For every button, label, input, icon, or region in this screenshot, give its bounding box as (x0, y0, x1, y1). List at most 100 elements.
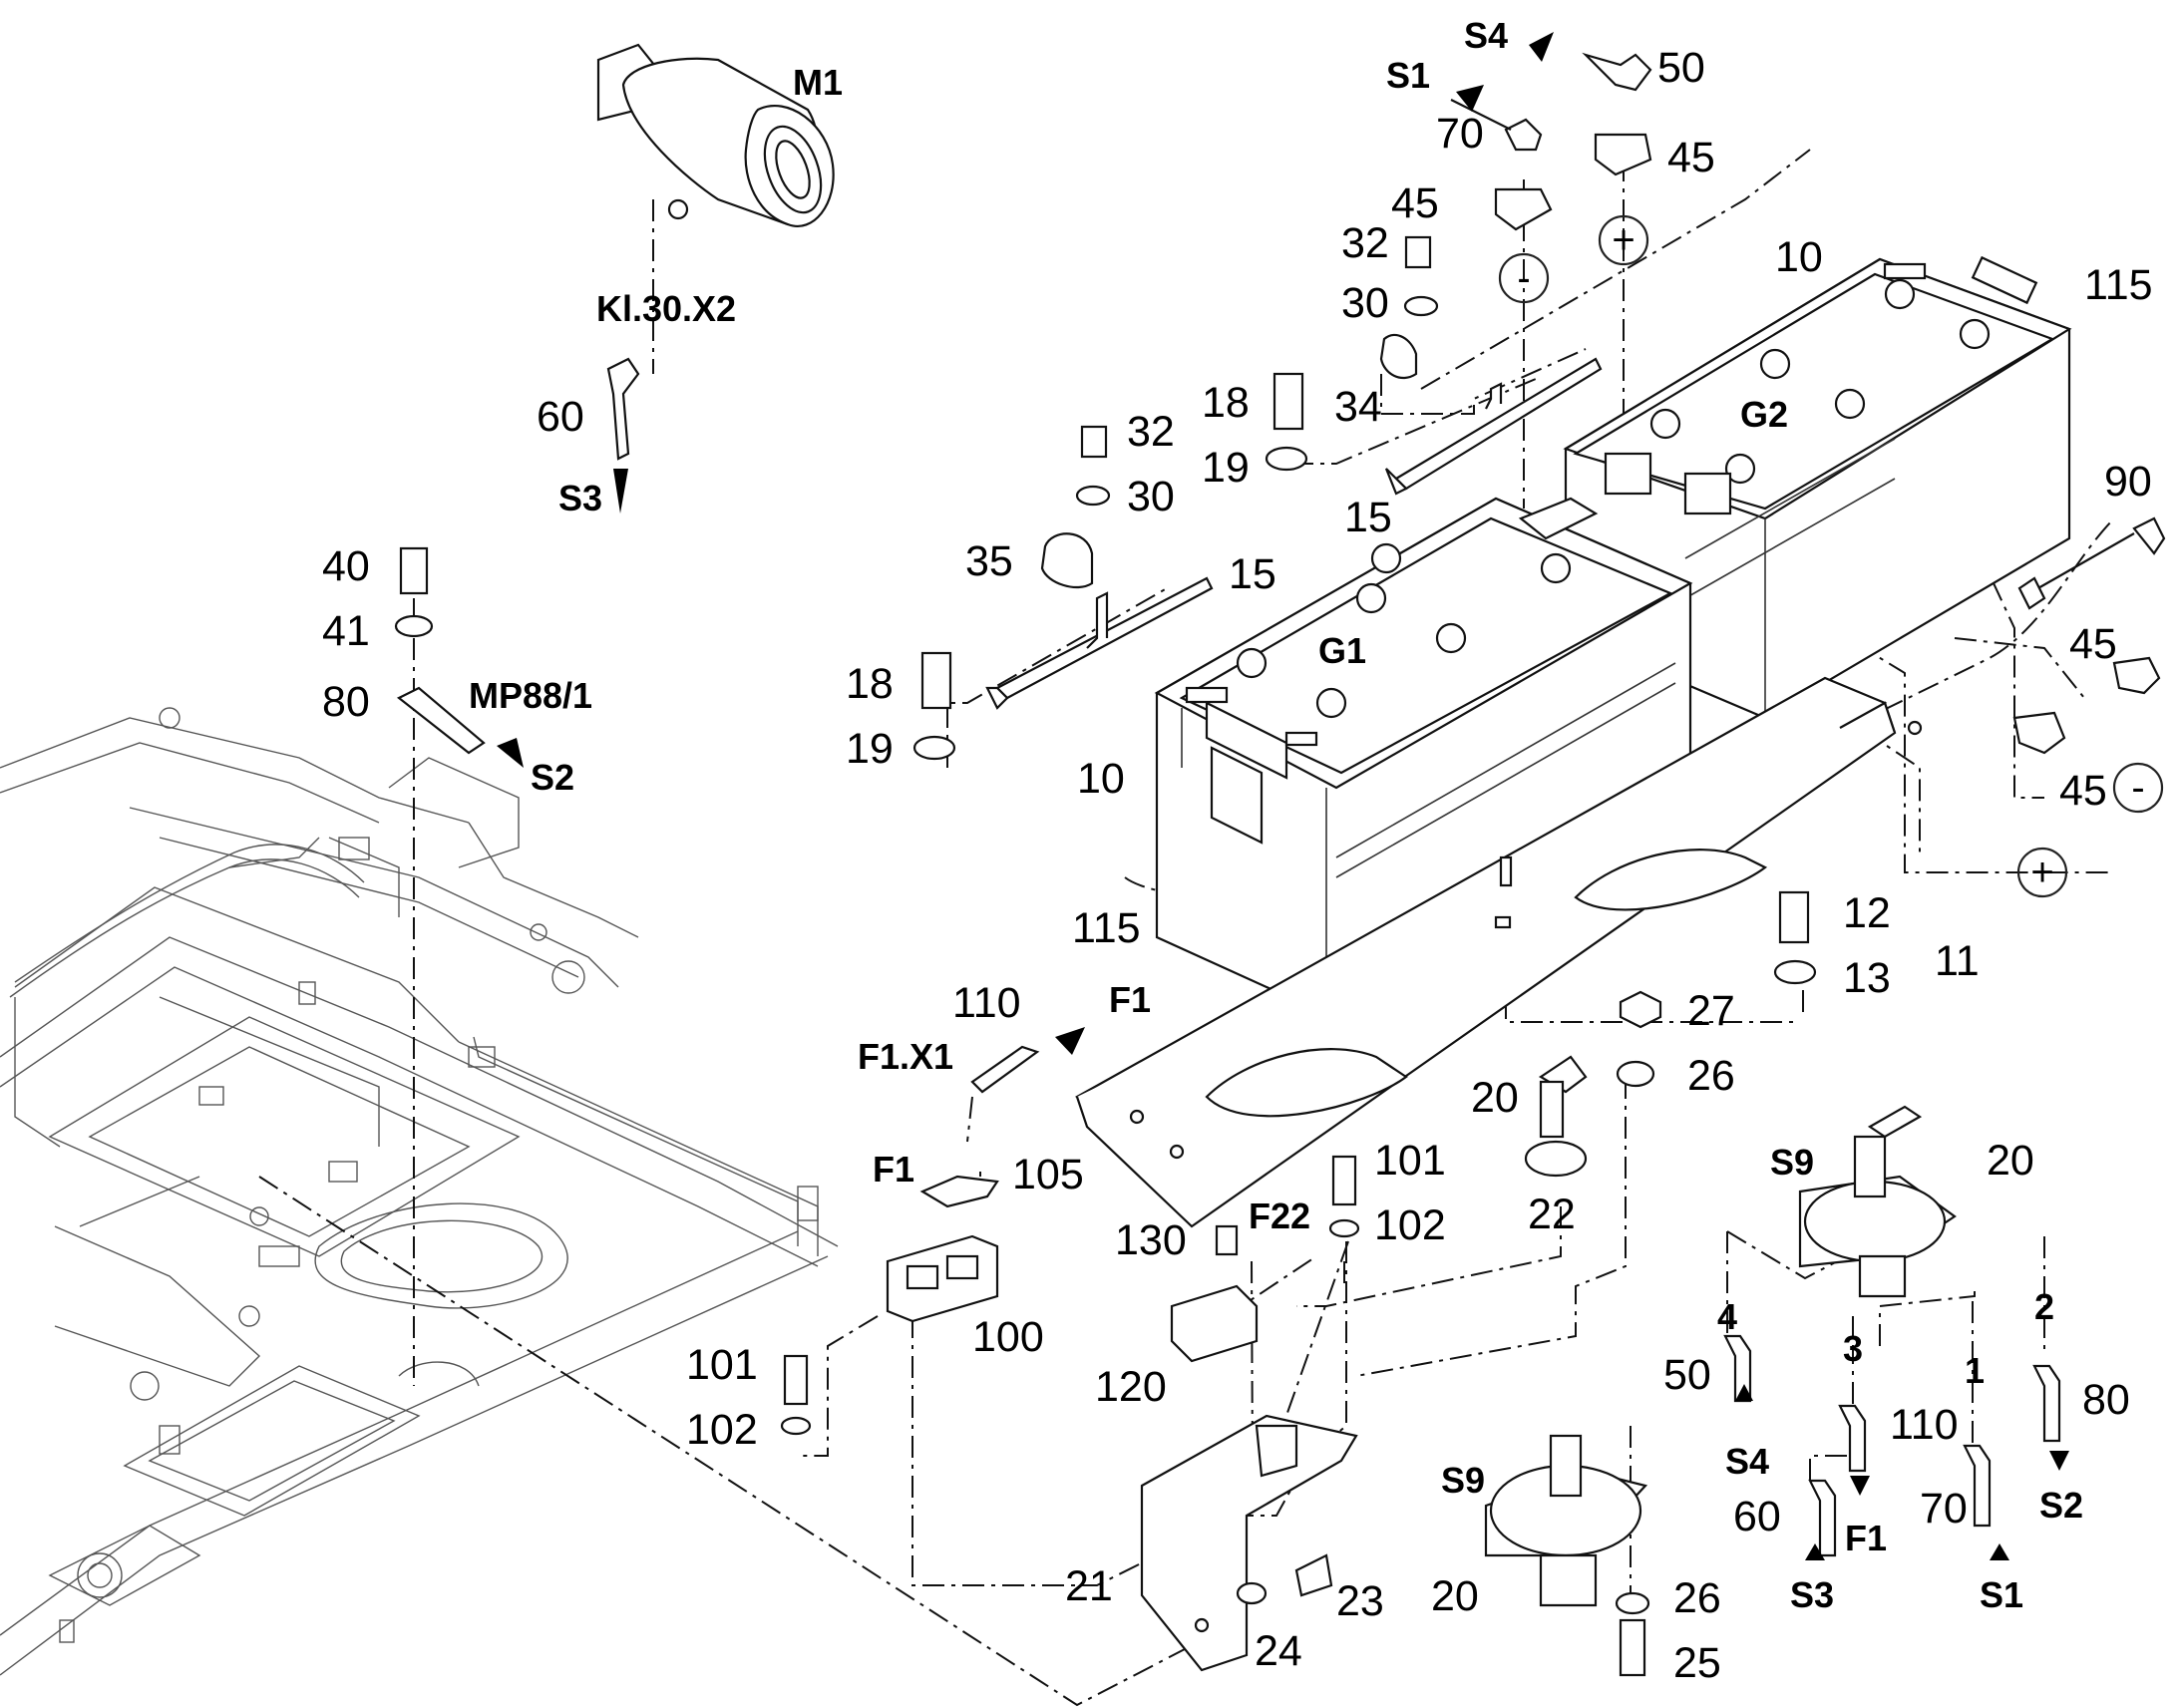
part-number: 60 (537, 393, 584, 441)
code-label: S9 (1441, 1460, 1485, 1501)
part-number: 40 (322, 542, 370, 590)
part-number: 12 (1843, 889, 1891, 937)
component-codes: M1 Kl.30.X2 S3 S4 S1 G1 G2 MP88/1 S2 F1 … (469, 15, 2083, 1615)
part-number: 30 (1341, 279, 1389, 327)
part-number: 130 (1115, 1216, 1187, 1264)
part-number: 45 (1667, 134, 1715, 181)
code-label: S2 (2039, 1485, 2083, 1526)
arrow-s4-bottom (1735, 1384, 1753, 1401)
part-number: 50 (1657, 44, 1705, 92)
code-label: F1 (1845, 1518, 1887, 1558)
minus-symbol: - (1517, 256, 1530, 300)
code-label: S3 (1790, 1574, 1834, 1615)
arrow-f1-bottom (1850, 1476, 1870, 1496)
part-number: 15 (1344, 494, 1392, 541)
part-number: 18 (846, 660, 894, 708)
part-number: 70 (1436, 110, 1484, 158)
part-number: 110 (952, 979, 1021, 1027)
arrow-s3-bottom (1805, 1543, 1825, 1560)
part-number: 101 (686, 1341, 758, 1389)
part-number: 32 (1127, 408, 1175, 456)
code-label: F1 (1109, 979, 1151, 1020)
part-number: 105 (1012, 1151, 1084, 1198)
battery-g1 (1154, 497, 1693, 1014)
part-number: 102 (1374, 1201, 1446, 1249)
code-label: S3 (558, 478, 602, 518)
code-label: S9 (1770, 1142, 1814, 1183)
terminal-number: 1 (1965, 1350, 1985, 1391)
part-number: 45 (2059, 767, 2107, 815)
part-number: 90 (2104, 458, 2152, 506)
minus-symbol: - (2131, 766, 2144, 810)
code-label: G1 (1318, 630, 1366, 671)
switch-terminal-numbers: 4 3 2 1 (1717, 1286, 2054, 1391)
part-number: 80 (322, 678, 370, 726)
code-label: F1.X1 (858, 1036, 953, 1077)
part-number: 41 (322, 607, 370, 655)
part-number: 80 (2082, 1376, 2130, 1424)
part-number: 19 (1202, 444, 1250, 492)
part-number: 30 (1127, 473, 1175, 520)
part-number: 45 (2069, 620, 2117, 668)
arrow-s1-top (1456, 85, 1484, 112)
part-number: 50 (1663, 1351, 1711, 1399)
battery-g2 (1563, 255, 2072, 720)
part-number: 26 (1673, 1574, 1721, 1622)
part-number: 115 (1072, 904, 1141, 952)
part-numbers: 50 70 45 45 32 30 34 18 19 15 32 30 35 1… (322, 44, 2153, 1687)
part-number: 70 (1920, 1485, 1968, 1533)
arrow-s2-bottom (2049, 1451, 2069, 1471)
code-label: S4 (1725, 1441, 1769, 1482)
part-number: 110 (1890, 1401, 1959, 1449)
part-number: 34 (1334, 383, 1382, 431)
part-number: 45 (1391, 179, 1439, 227)
code-label: F22 (1249, 1196, 1310, 1236)
code-label: MP88/1 (469, 675, 592, 716)
part-number: 32 (1341, 219, 1389, 267)
code-label: G2 (1740, 394, 1788, 435)
part-number: 10 (1077, 755, 1125, 803)
arrow-s3-top (613, 469, 628, 513)
part-number: 25 (1673, 1639, 1721, 1687)
code-label: S2 (531, 757, 574, 798)
arrow-f1-top (1055, 1027, 1085, 1055)
arrow-s1-bottom (1990, 1543, 2009, 1560)
arrow-s2-left (497, 738, 524, 768)
part-number: 102 (686, 1406, 758, 1454)
code-label: S1 (1980, 1574, 2023, 1615)
part-number: 11 (1935, 937, 1980, 985)
code-label: S4 (1464, 15, 1508, 56)
part-number: 20 (1431, 1572, 1479, 1620)
part-number: 101 (1374, 1137, 1446, 1185)
part-number: 15 (1229, 550, 1276, 598)
part-number: 18 (1202, 379, 1250, 427)
part-number: 120 (1095, 1363, 1167, 1411)
terminal-number: 4 (1717, 1296, 1737, 1337)
part-number: 20 (1987, 1137, 2034, 1185)
part-number: 35 (965, 537, 1013, 585)
hardware-parts (394, 43, 2166, 1677)
part-number: 13 (1843, 954, 1891, 1002)
plus-circle-top (1598, 214, 1649, 266)
part-number: 115 (2084, 261, 2153, 309)
polarity-symbols: - + + - (1498, 214, 2164, 898)
part-number: 24 (1255, 1627, 1302, 1675)
terminal-number: 2 (2034, 1286, 2054, 1327)
clamp-rails (985, 357, 1603, 710)
code-label: S1 (1386, 55, 1430, 96)
vehicle-frame (0, 707, 839, 1676)
plus-circle-right (2016, 847, 2068, 898)
part-number: 23 (1336, 1577, 1384, 1625)
part-number: 100 (972, 1313, 1044, 1361)
code-label: F1 (873, 1149, 914, 1190)
minus-circle-right (2112, 762, 2164, 814)
part-number: 10 (1775, 233, 1823, 281)
part-number: 27 (1687, 987, 1735, 1035)
minus-circle-top (1498, 252, 1550, 304)
plus-symbol: + (1612, 218, 1635, 262)
part-number: 26 (1687, 1052, 1735, 1100)
part-number: 20 (1471, 1074, 1519, 1122)
battery-tray (1075, 676, 1923, 1228)
arrows (497, 32, 2069, 1560)
